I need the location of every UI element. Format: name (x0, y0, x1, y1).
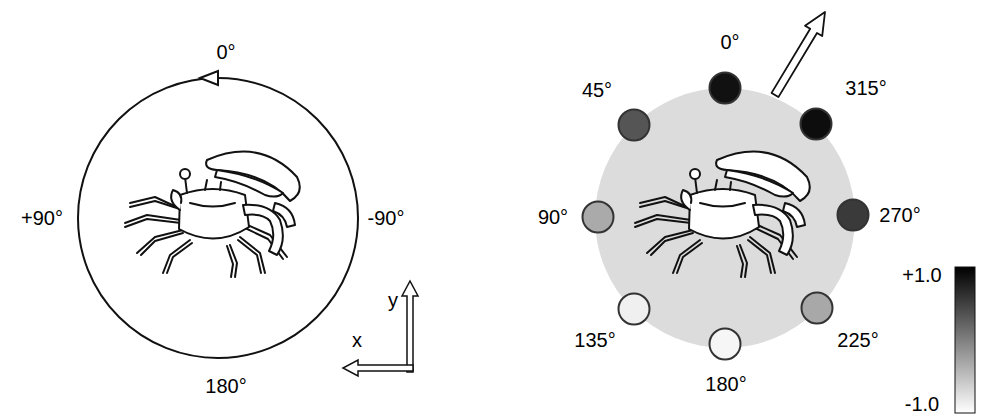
axis-label: +90° (21, 208, 63, 228)
crab-drawing (635, 152, 810, 277)
angle-label: 135° (574, 330, 615, 350)
dot-shape (800, 291, 834, 325)
crab-drawing (125, 152, 300, 277)
axis-label: 180° (205, 376, 246, 396)
dot-circle (710, 329, 741, 360)
axis-label: 0° (216, 42, 235, 62)
dot-shape (581, 200, 615, 234)
dot-shape (708, 327, 742, 361)
direction-marker (200, 71, 218, 85)
dot-circle (619, 294, 650, 325)
angle-label: 225° (837, 330, 878, 350)
stimulus-dot: 135° (617, 292, 651, 326)
dot-circle (802, 293, 833, 324)
axis-label: -90° (368, 208, 405, 228)
dot-circle (583, 202, 614, 233)
stimulus-dot: 315° (799, 107, 833, 141)
axis-label: -1.0 (905, 394, 939, 414)
dot-circle (619, 110, 650, 141)
reference-circle (78, 78, 358, 358)
stimulus-dot: 90° (581, 200, 615, 234)
angle-label: 45° (582, 80, 612, 100)
dot-shape (617, 292, 651, 326)
colour-bar (955, 267, 975, 413)
dot-circle (838, 200, 869, 231)
axis-label: y (388, 290, 398, 310)
dot-circle (710, 73, 741, 104)
stimulus-dot: 0° (708, 71, 742, 105)
angle-label: 90° (538, 207, 568, 227)
stimulus-dot: 225° (800, 291, 834, 325)
y-axis-arrow (402, 281, 418, 372)
arena-disk (595, 88, 855, 348)
dot-shape (799, 107, 833, 141)
angle-label: 315° (845, 78, 886, 98)
angle-label: 180° (705, 374, 746, 394)
axis-label: +1.0 (902, 265, 941, 285)
dot-circle (801, 109, 832, 140)
stimulus-dot: 180° (708, 327, 742, 361)
dot-shape (617, 108, 651, 142)
angle-label: 0° (720, 32, 739, 52)
dot-shape (836, 198, 870, 232)
dot-shape (708, 71, 742, 105)
angle-label: 270° (879, 205, 920, 225)
x-axis-arrow (343, 360, 413, 376)
axis-label: x (352, 330, 362, 350)
stimulus-dot: 270° (836, 198, 870, 232)
heading-arrow (772, 12, 825, 97)
stimulus-dot: 45° (617, 108, 651, 142)
